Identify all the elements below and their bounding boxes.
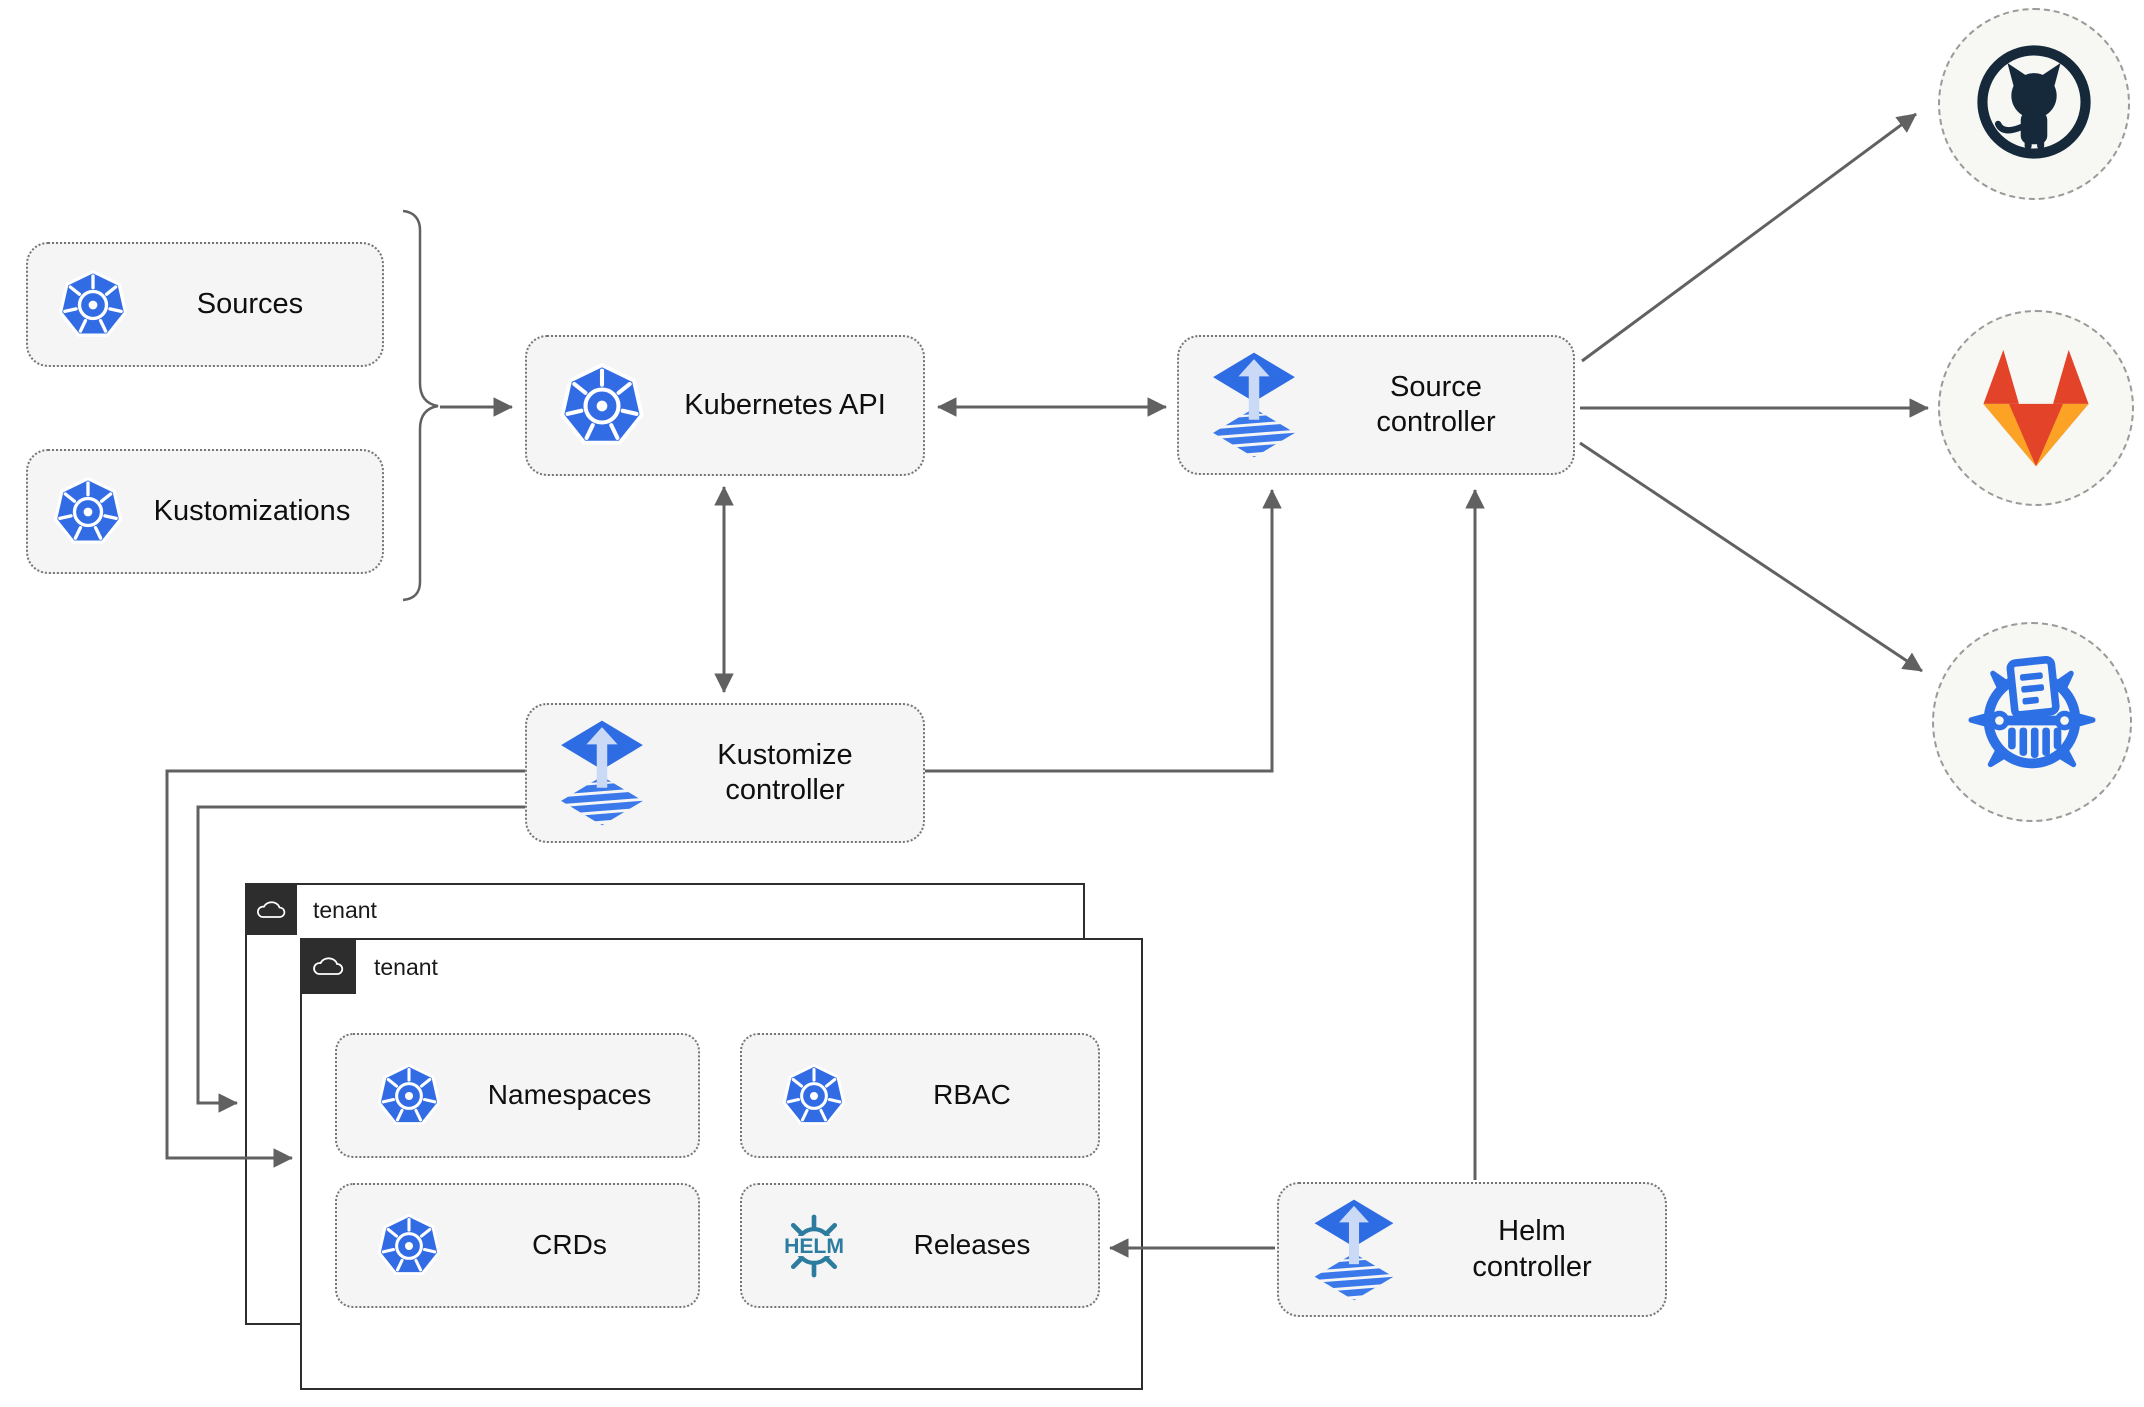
github-icon <box>1959 27 2109 182</box>
cloud-icon <box>299 937 356 994</box>
kubernetes-icon <box>337 1063 467 1129</box>
node-namespaces: Namespaces <box>335 1033 700 1158</box>
kubernetes-icon <box>28 476 148 548</box>
node-label: Sources <box>196 287 304 320</box>
tenant-box-front: tenant <box>299 937 1143 1390</box>
node-releases: HELM Releases <box>740 1183 1100 1308</box>
kubernetes-icon <box>337 1213 467 1279</box>
node-label: RBAC <box>933 1079 1011 1111</box>
tenant-label: tenant <box>374 954 438 980</box>
node-label: Releases <box>913 1229 1031 1261</box>
node-label: Source controller <box>1376 370 1496 438</box>
node-kustomizations: Kustomizations <box>26 449 384 574</box>
flux-icon <box>1279 1198 1429 1302</box>
node-label: Helm controller <box>1472 1215 1592 1283</box>
node-kustomize-controller: Kustomize controller <box>525 703 925 843</box>
kubernetes-icon <box>742 1063 872 1129</box>
helm-icon: HELM <box>742 1209 872 1283</box>
node-kubernetes-api: Kubernetes API <box>525 335 925 476</box>
cloud-icon <box>244 882 297 935</box>
brace-sources-group <box>402 209 439 602</box>
helm-logo-text: HELM <box>784 1234 844 1257</box>
node-source-controller: Source controller <box>1177 335 1575 475</box>
kubernetes-icon <box>527 362 677 450</box>
manifest-registry-icon <box>1956 644 2108 801</box>
arrow-source-to-github <box>1581 112 1917 363</box>
gitlab-circle <box>1938 310 2134 506</box>
node-label: Namespaces <box>487 1079 652 1111</box>
tenant-label: tenant <box>313 897 377 923</box>
node-rbac: RBAC <box>740 1033 1100 1158</box>
arrow-source-to-registry <box>1579 441 1923 673</box>
node-crds: CRDs <box>335 1183 700 1308</box>
node-label: CRDs <box>532 1229 607 1261</box>
gitlab-icon <box>1965 344 2107 480</box>
flux-icon <box>527 719 677 827</box>
github-circle <box>1938 8 2130 200</box>
node-label: Kustomizations <box>153 494 351 527</box>
registry-circle <box>1932 622 2132 822</box>
node-helm-controller: Helm controller <box>1277 1182 1667 1317</box>
node-label: Kustomize controller <box>717 738 853 806</box>
flux-icon <box>1179 351 1329 459</box>
node-sources: Sources <box>26 242 384 367</box>
node-label: Kubernetes API <box>684 388 886 421</box>
kubernetes-icon <box>28 269 158 341</box>
arrow-kustomize-to-source-controller <box>925 489 1282 773</box>
